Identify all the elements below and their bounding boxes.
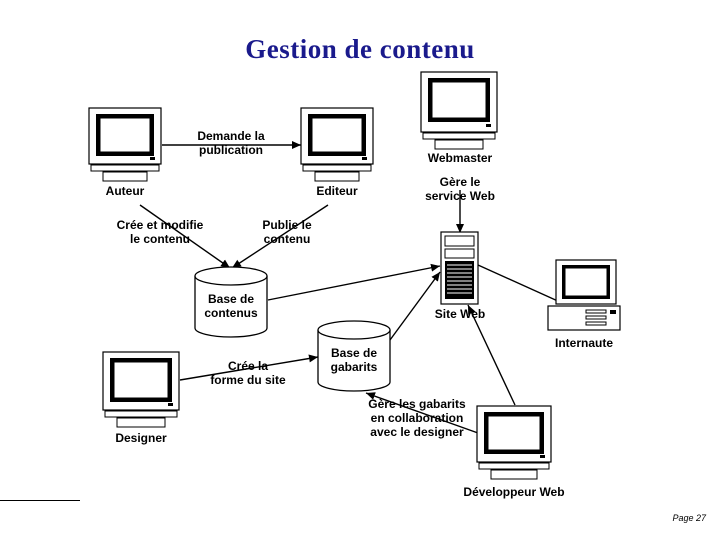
site-web-label: Site Web: [434, 307, 486, 321]
site-web-server-icon: [440, 231, 479, 305]
base-gabarits-database-icon: [317, 320, 391, 392]
designer-label: Designer: [115, 431, 167, 445]
cree-forme-site-label: Crée la forme du site: [210, 359, 286, 387]
gere-service-web-label: Gère le service Web: [425, 175, 495, 203]
arrow-editeur-to-base-contenus: [231, 204, 329, 269]
internaute-label: Internaute: [554, 336, 613, 350]
editeur-computer-icon: [300, 107, 374, 182]
publie-contenu-label: Publie le contenu: [262, 218, 312, 246]
cree-modifie-contenu-label: Crée et modifie le contenu: [116, 218, 204, 246]
webmaster-computer-icon: [420, 71, 498, 150]
line-site-web-to-internaute: [477, 264, 561, 303]
designer-computer-icon: [102, 351, 180, 428]
footer-rule: [0, 500, 80, 501]
slide-title: Gestion de contenu: [245, 34, 475, 64]
developpeur-computer-icon: [476, 405, 552, 480]
developpeur-label: Développeur Web: [463, 485, 565, 499]
arrow-base-contenus-to-site-web: [267, 263, 441, 301]
editeur-label: Editeur: [316, 184, 358, 198]
demande-publication-label: Demande la publication: [197, 129, 265, 157]
arrow-auteur-to-base-contenus: [139, 204, 231, 269]
base-contenus-database-icon: [194, 266, 268, 338]
base-gabarits-label: Base de gabarits: [330, 346, 378, 374]
arrow-developpeur-to-site-web: [467, 304, 516, 406]
webmaster-label: Webmaster: [427, 151, 493, 165]
internaute-desktop-icon: [547, 259, 621, 331]
connections: [139, 141, 561, 434]
auteur-label: Auteur: [105, 184, 145, 198]
base-contenus-label: Base de contenus: [204, 292, 258, 320]
auteur-computer-icon: [88, 107, 162, 182]
arrow-developpeur-to-base-gabarits: [365, 392, 479, 434]
page-number: Page 27: [672, 513, 706, 523]
gere-gabarits-label: Gère les gabarits en collaboration avec …: [368, 397, 466, 439]
arrow-base-gabarits-to-site-web: [389, 271, 441, 341]
arrow-designer-to-base-gabarits: [179, 354, 319, 381]
